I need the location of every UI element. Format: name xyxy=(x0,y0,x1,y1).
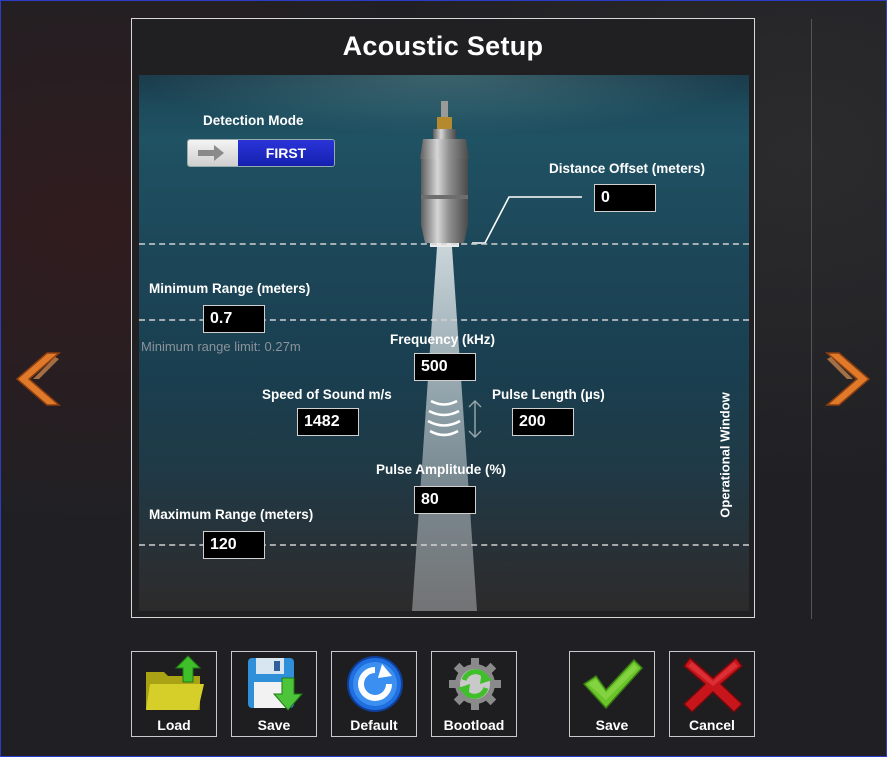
refresh-icon xyxy=(347,656,403,712)
detection-mode-label: Detection Mode xyxy=(203,113,304,128)
save-file-button-label: Save xyxy=(257,717,291,733)
frequency-label: Frequency (kHz) xyxy=(390,332,496,347)
minimum-range-label: Minimum Range (meters) xyxy=(149,281,311,296)
load-button-label: Load xyxy=(157,717,191,733)
operational-window-text: Operational Window xyxy=(717,392,733,518)
detection-mode-toggle[interactable]: FIRST xyxy=(187,139,335,167)
checkmark-icon xyxy=(582,658,644,710)
pulse-amplitude-input[interactable] xyxy=(414,486,476,514)
detection-mode-value: FIRST xyxy=(238,140,334,166)
sonar-scene: Detection Mode FIRST Distance Offset (me… xyxy=(139,75,749,611)
maximum-range-input[interactable] xyxy=(203,531,265,559)
save-button-label: Save xyxy=(595,717,629,733)
save-button[interactable]: Save xyxy=(569,651,655,737)
frequency-input[interactable] xyxy=(414,353,476,381)
pulse-amplitude-label: Pulse Amplitude (%) xyxy=(376,462,507,477)
transducer-icon xyxy=(420,101,469,247)
divider xyxy=(811,19,812,619)
speed-of-sound-label: Speed of Sound m/s xyxy=(262,387,392,402)
bootload-button-label: Bootload xyxy=(443,717,505,733)
cancel-button-label: Cancel xyxy=(689,717,735,733)
maximum-range-line xyxy=(139,544,749,546)
sonar-wave-icon xyxy=(427,399,461,437)
arrow-left-icon[interactable] xyxy=(15,349,65,409)
gear-icon xyxy=(449,658,501,710)
load-button[interactable]: Load xyxy=(131,651,217,737)
minimum-range-line xyxy=(139,319,749,321)
pulse-length-arrow xyxy=(468,400,482,438)
x-icon xyxy=(682,656,744,714)
minimum-range-input[interactable] xyxy=(203,305,265,333)
acoustic-setup-dialog: Acoustic Setup xyxy=(131,18,755,618)
operational-window-label: Operational Window xyxy=(715,355,735,555)
pulse-length-label: Pulse Length (µs) xyxy=(492,387,605,402)
arrow-right-small-icon xyxy=(198,145,224,161)
distance-offset-input[interactable] xyxy=(594,184,656,212)
dialog-title: Acoustic Setup xyxy=(342,31,544,61)
maximum-range-label: Maximum Range (meters) xyxy=(149,507,314,522)
pulse-length-input[interactable] xyxy=(512,408,574,436)
arrow-right-icon[interactable] xyxy=(821,349,871,409)
folder-icon xyxy=(146,655,204,710)
bootload-button[interactable]: Bootload xyxy=(431,651,517,737)
speed-of-sound-input[interactable] xyxy=(297,408,359,436)
toggle-knob[interactable] xyxy=(188,140,238,166)
default-button[interactable]: Default xyxy=(331,651,417,737)
surface-line xyxy=(139,243,749,245)
save-file-button[interactable]: Save xyxy=(231,651,317,737)
distance-offset-label: Distance Offset (meters) xyxy=(549,161,706,176)
minimum-range-hint: Minimum range limit: 0.27m xyxy=(141,339,301,354)
default-button-label: Default xyxy=(350,717,398,733)
floppy-icon xyxy=(248,658,304,711)
cancel-button[interactable]: Cancel xyxy=(669,651,755,737)
